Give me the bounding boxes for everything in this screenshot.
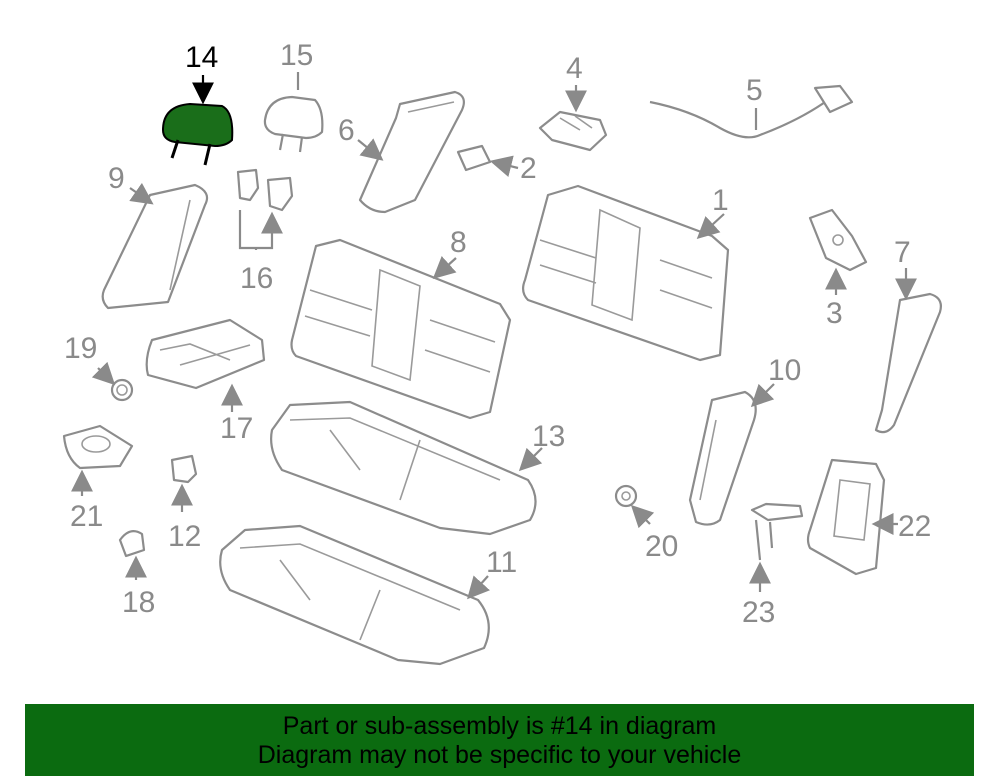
callout-8: 8 [450,226,467,259]
part-2-clip[interactable] [456,144,492,172]
parts-diagram: 14 15 6 4 5 2 9 16 [62,39,942,666]
part-9-side-panel[interactable] [101,183,209,310]
part-4-bracket[interactable] [538,110,608,152]
callout-18: 18 [122,586,155,619]
callout-17: 17 [220,412,253,445]
part-23-key-lock[interactable] [750,502,804,561]
part-22-latch-panel[interactable] [806,458,886,576]
part-20-plug[interactable] [614,484,638,508]
part-14-headrest[interactable] [161,102,234,166]
callout-6: 6 [338,114,355,147]
callout-2: 2 [520,152,537,185]
callout-9: 9 [108,162,125,195]
part-6-side-bolster[interactable] [358,90,465,214]
callout-4: 4 [566,52,583,85]
banner-line-2: Diagram may not be specific to your vehi… [257,741,742,769]
part-15-headrest[interactable] [263,95,324,153]
part-17-armrest[interactable] [145,318,266,390]
part-10-bolster[interactable] [688,390,757,526]
part-8-seat-back-cover[interactable] [290,238,512,420]
callout-19: 19 [64,332,97,365]
part-21-cupholder[interactable] [62,424,134,470]
callout-23: 23 [742,596,775,629]
callout-11: 11 [486,546,517,579]
part-16-clips[interactable] [236,168,294,212]
part-7-side-panel-right[interactable] [874,292,942,434]
callout-13: 13 [532,420,565,453]
callout-21: 21 [70,500,103,533]
part-5-cable[interactable] [649,84,854,139]
callout-15: 15 [280,39,313,72]
callout-14: 14 [185,41,218,74]
callout-12: 12 [168,520,201,553]
info-banner: Part or sub-assembly is #14 in diagram D… [25,704,974,776]
callout-5: 5 [746,74,763,107]
part-18-clip[interactable] [118,529,146,558]
part-19-plug[interactable] [110,378,134,402]
part-13-seat-cushion-cover[interactable] [270,400,537,536]
callout-3: 3 [826,297,843,330]
part-12-clip[interactable] [170,454,198,484]
callout-1: 1 [712,184,729,217]
callout-20: 20 [645,530,678,563]
part-11-seat-cushion[interactable] [219,524,490,666]
callout-10: 10 [768,354,801,387]
part-1-seat-back-frame[interactable] [521,184,730,362]
banner-line-1: Part or sub-assembly is #14 in diagram [282,712,717,740]
callout-22: 22 [898,510,931,543]
callout-16: 16 [240,262,273,295]
part-3-hinge[interactable] [808,208,868,272]
callout-7: 7 [894,236,911,269]
